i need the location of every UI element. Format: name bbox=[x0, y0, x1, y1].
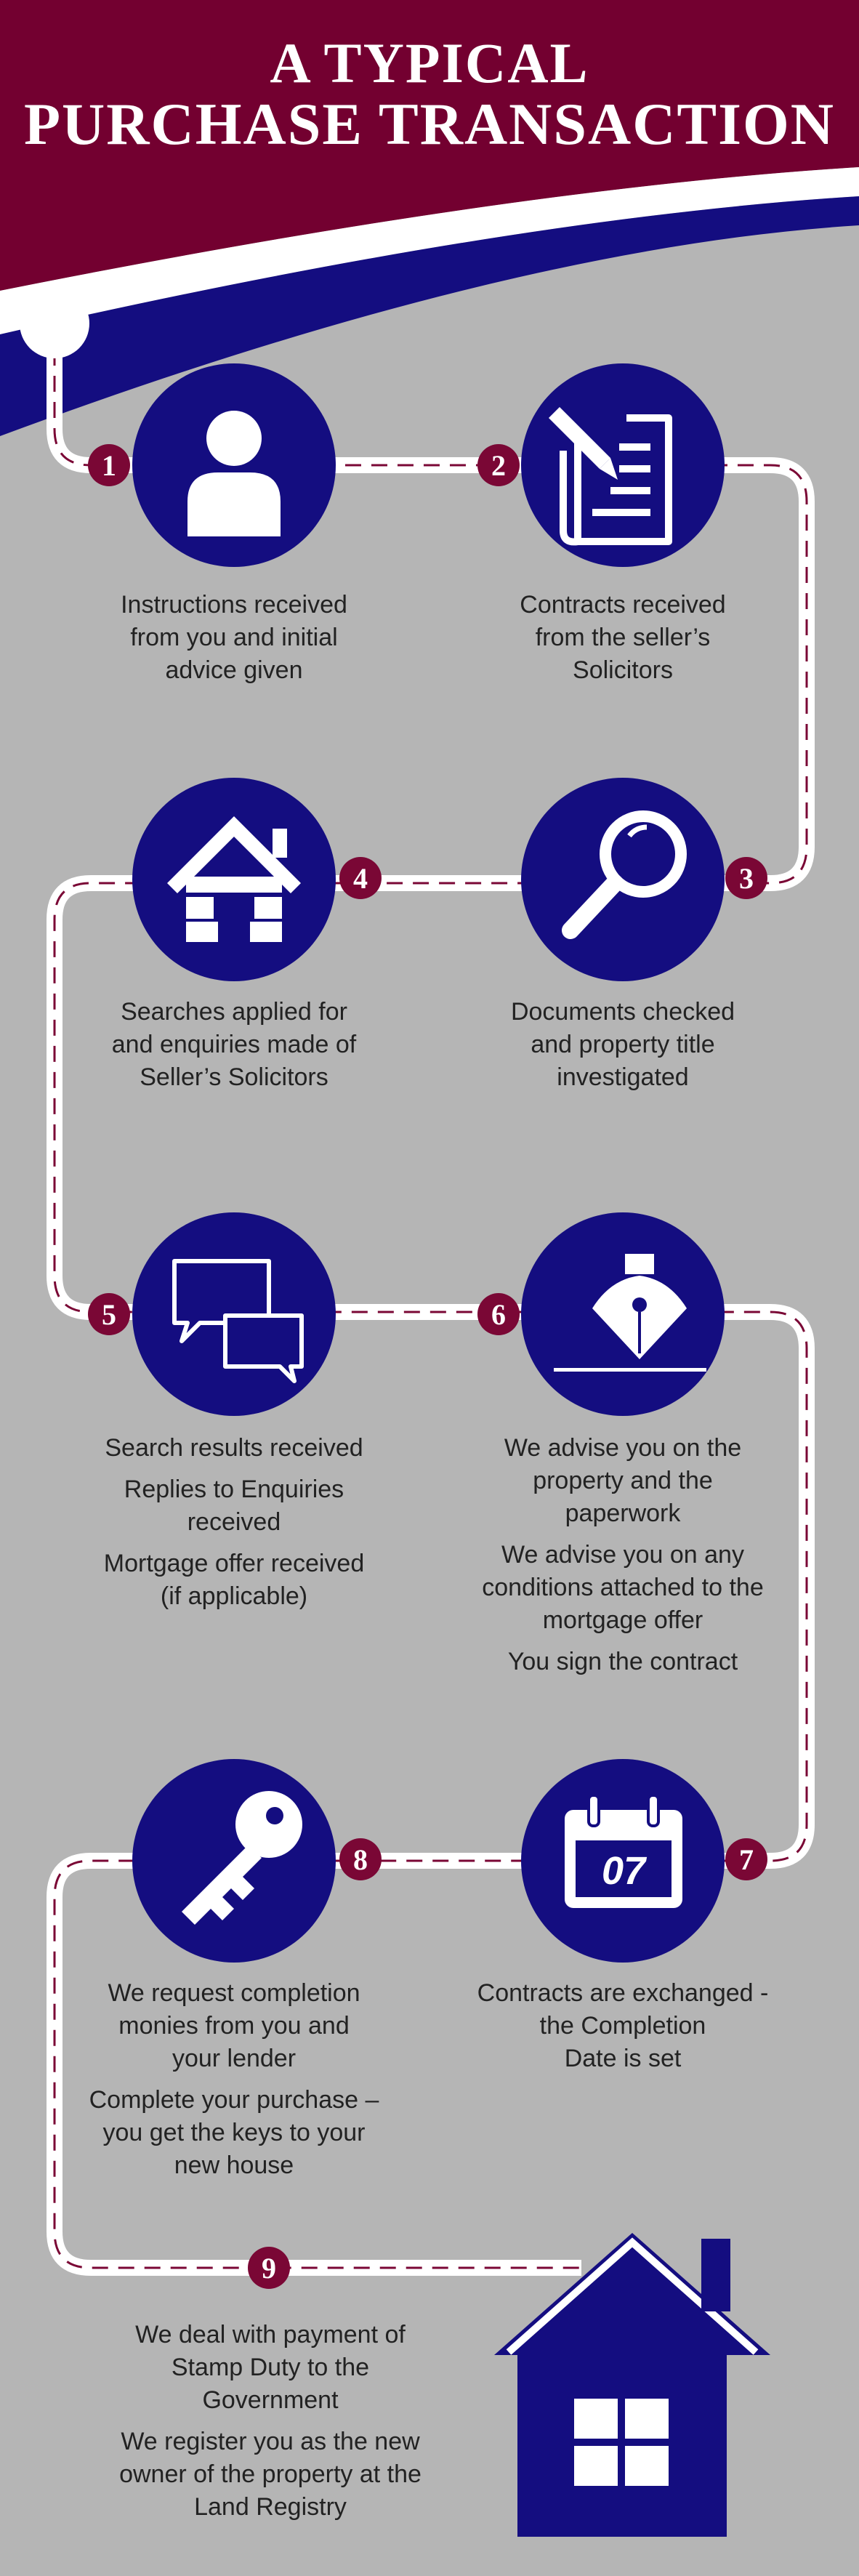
caption-line: We register you as the new bbox=[121, 2428, 420, 2455]
step-6-caption: We advise you on the property and the pape… bbox=[456, 1432, 790, 1687]
caption-line: Search results received bbox=[105, 1434, 363, 1462]
step-8-caption: We request completion monies from you and… bbox=[74, 1977, 394, 2191]
caption-line: Documents checked bbox=[510, 998, 735, 1026]
caption-line: Date is set bbox=[564, 2045, 682, 2072]
step-1-badge: 1 bbox=[88, 444, 130, 486]
step-3-number: 3 bbox=[739, 862, 754, 895]
caption-line: We advise you on the bbox=[504, 1434, 742, 1462]
caption-line: and property title bbox=[531, 1031, 715, 1058]
step-4-caption: Searches applied for and enquiries made o… bbox=[81, 996, 387, 1103]
step-1-number: 1 bbox=[102, 449, 116, 482]
caption-line: Contracts are exchanged - bbox=[477, 1979, 769, 2007]
step-6-number: 6 bbox=[491, 1298, 506, 1331]
caption-line: paperwork bbox=[565, 1500, 681, 1527]
page-title: A TYPICAL PURCHASE TRANSACTION bbox=[0, 35, 859, 154]
header-stripe-white bbox=[0, 167, 859, 334]
key-icon bbox=[182, 1791, 302, 1925]
step-5-badge: 5 bbox=[88, 1293, 130, 1335]
caption-line: from you and initial bbox=[130, 624, 338, 651]
caption-line: We request completion bbox=[108, 1979, 360, 2007]
caption-line: new house bbox=[174, 2152, 294, 2179]
caption-line: Government bbox=[202, 2386, 339, 2414]
step-1-caption: Instructions received from you and initia… bbox=[89, 589, 379, 696]
caption-line: the Completion bbox=[539, 2012, 706, 2040]
header-wave-navy bbox=[0, 196, 859, 436]
step-4-number: 4 bbox=[353, 862, 368, 895]
caption-line: (if applicable) bbox=[160, 1582, 308, 1610]
magnifying-glass-icon bbox=[562, 810, 687, 939]
title-line-2: PURCHASE TRANSACTION bbox=[23, 91, 836, 157]
caption-line: You sign the contract bbox=[507, 1648, 738, 1675]
calendar-icon: 07 bbox=[565, 1794, 682, 1908]
caption-line: you get the keys to your bbox=[102, 2119, 366, 2146]
caption-line: mortgage offer bbox=[542, 1606, 703, 1634]
caption-line: Complete your purchase – bbox=[89, 2086, 379, 2114]
caption-line: Contracts received bbox=[520, 591, 726, 619]
step-4-badge: 4 bbox=[339, 857, 382, 899]
step-2-number: 2 bbox=[491, 449, 506, 482]
caption-line: investigated bbox=[557, 1063, 689, 1091]
step-8-badge: 8 bbox=[339, 1838, 382, 1880]
step-3-caption: Documents checked and property title inves… bbox=[477, 996, 768, 1103]
fountain-pen-icon bbox=[554, 1254, 706, 1372]
step-7-badge: 7 bbox=[725, 1838, 767, 1880]
step-3-badge: 3 bbox=[725, 857, 767, 899]
step-5-number: 5 bbox=[102, 1298, 116, 1331]
caption-line: We advise you on any bbox=[501, 1541, 744, 1569]
step-9-badge: 9 bbox=[248, 2247, 290, 2289]
caption-line: Replies to Enquiries bbox=[124, 1476, 344, 1503]
header-banner bbox=[0, 0, 859, 291]
house-icon bbox=[167, 816, 301, 942]
caption-line: monies from you and bbox=[118, 2012, 350, 2040]
number-badges: 1 2 3 4 5 6 7 8 9 bbox=[88, 444, 767, 2289]
step-9-number: 9 bbox=[262, 2252, 276, 2285]
step-8-number: 8 bbox=[353, 1843, 368, 1876]
title-line-1: A TYPICAL bbox=[270, 31, 589, 94]
caption-line: Land Registry bbox=[194, 2493, 347, 2521]
step-6-badge: 6 bbox=[477, 1293, 520, 1335]
caption-line: owner of the property at the bbox=[119, 2460, 422, 2488]
step-2-badge: 2 bbox=[477, 444, 520, 486]
caption-line: from the seller’s bbox=[535, 624, 711, 651]
caption-line: Seller’s Solicitors bbox=[140, 1063, 328, 1091]
caption-line: and enquiries made of bbox=[111, 1031, 357, 1058]
large-house-icon bbox=[494, 2233, 770, 2537]
road-path bbox=[47, 323, 815, 2276]
caption-line: advice given bbox=[165, 656, 303, 684]
path-start-dot bbox=[20, 289, 89, 358]
caption-line: received bbox=[187, 1508, 281, 1536]
calendar-date: 07 bbox=[602, 1849, 648, 1893]
caption-line: Searches applied for bbox=[121, 998, 347, 1026]
person-icon bbox=[187, 411, 281, 536]
step-7-number: 7 bbox=[739, 1843, 754, 1876]
caption-line: Stamp Duty to the bbox=[171, 2354, 370, 2381]
speech-bubbles-icon bbox=[172, 1259, 304, 1383]
caption-line: We deal with payment of bbox=[135, 2321, 406, 2348]
contract-document-icon bbox=[549, 407, 672, 546]
caption-line: conditions attached to the bbox=[482, 1574, 764, 1601]
step-5-caption: Search results received Replies to Enqui… bbox=[74, 1432, 394, 1622]
caption-line: Mortgage offer received bbox=[103, 1550, 365, 1577]
caption-line: your lender bbox=[172, 2045, 297, 2072]
caption-line: Solicitors bbox=[573, 656, 673, 684]
step-9-caption: We deal with payment of Stamp Duty to the… bbox=[96, 2319, 445, 2532]
caption-line: Instructions received bbox=[121, 591, 347, 619]
caption-line: property and the bbox=[533, 1467, 713, 1494]
